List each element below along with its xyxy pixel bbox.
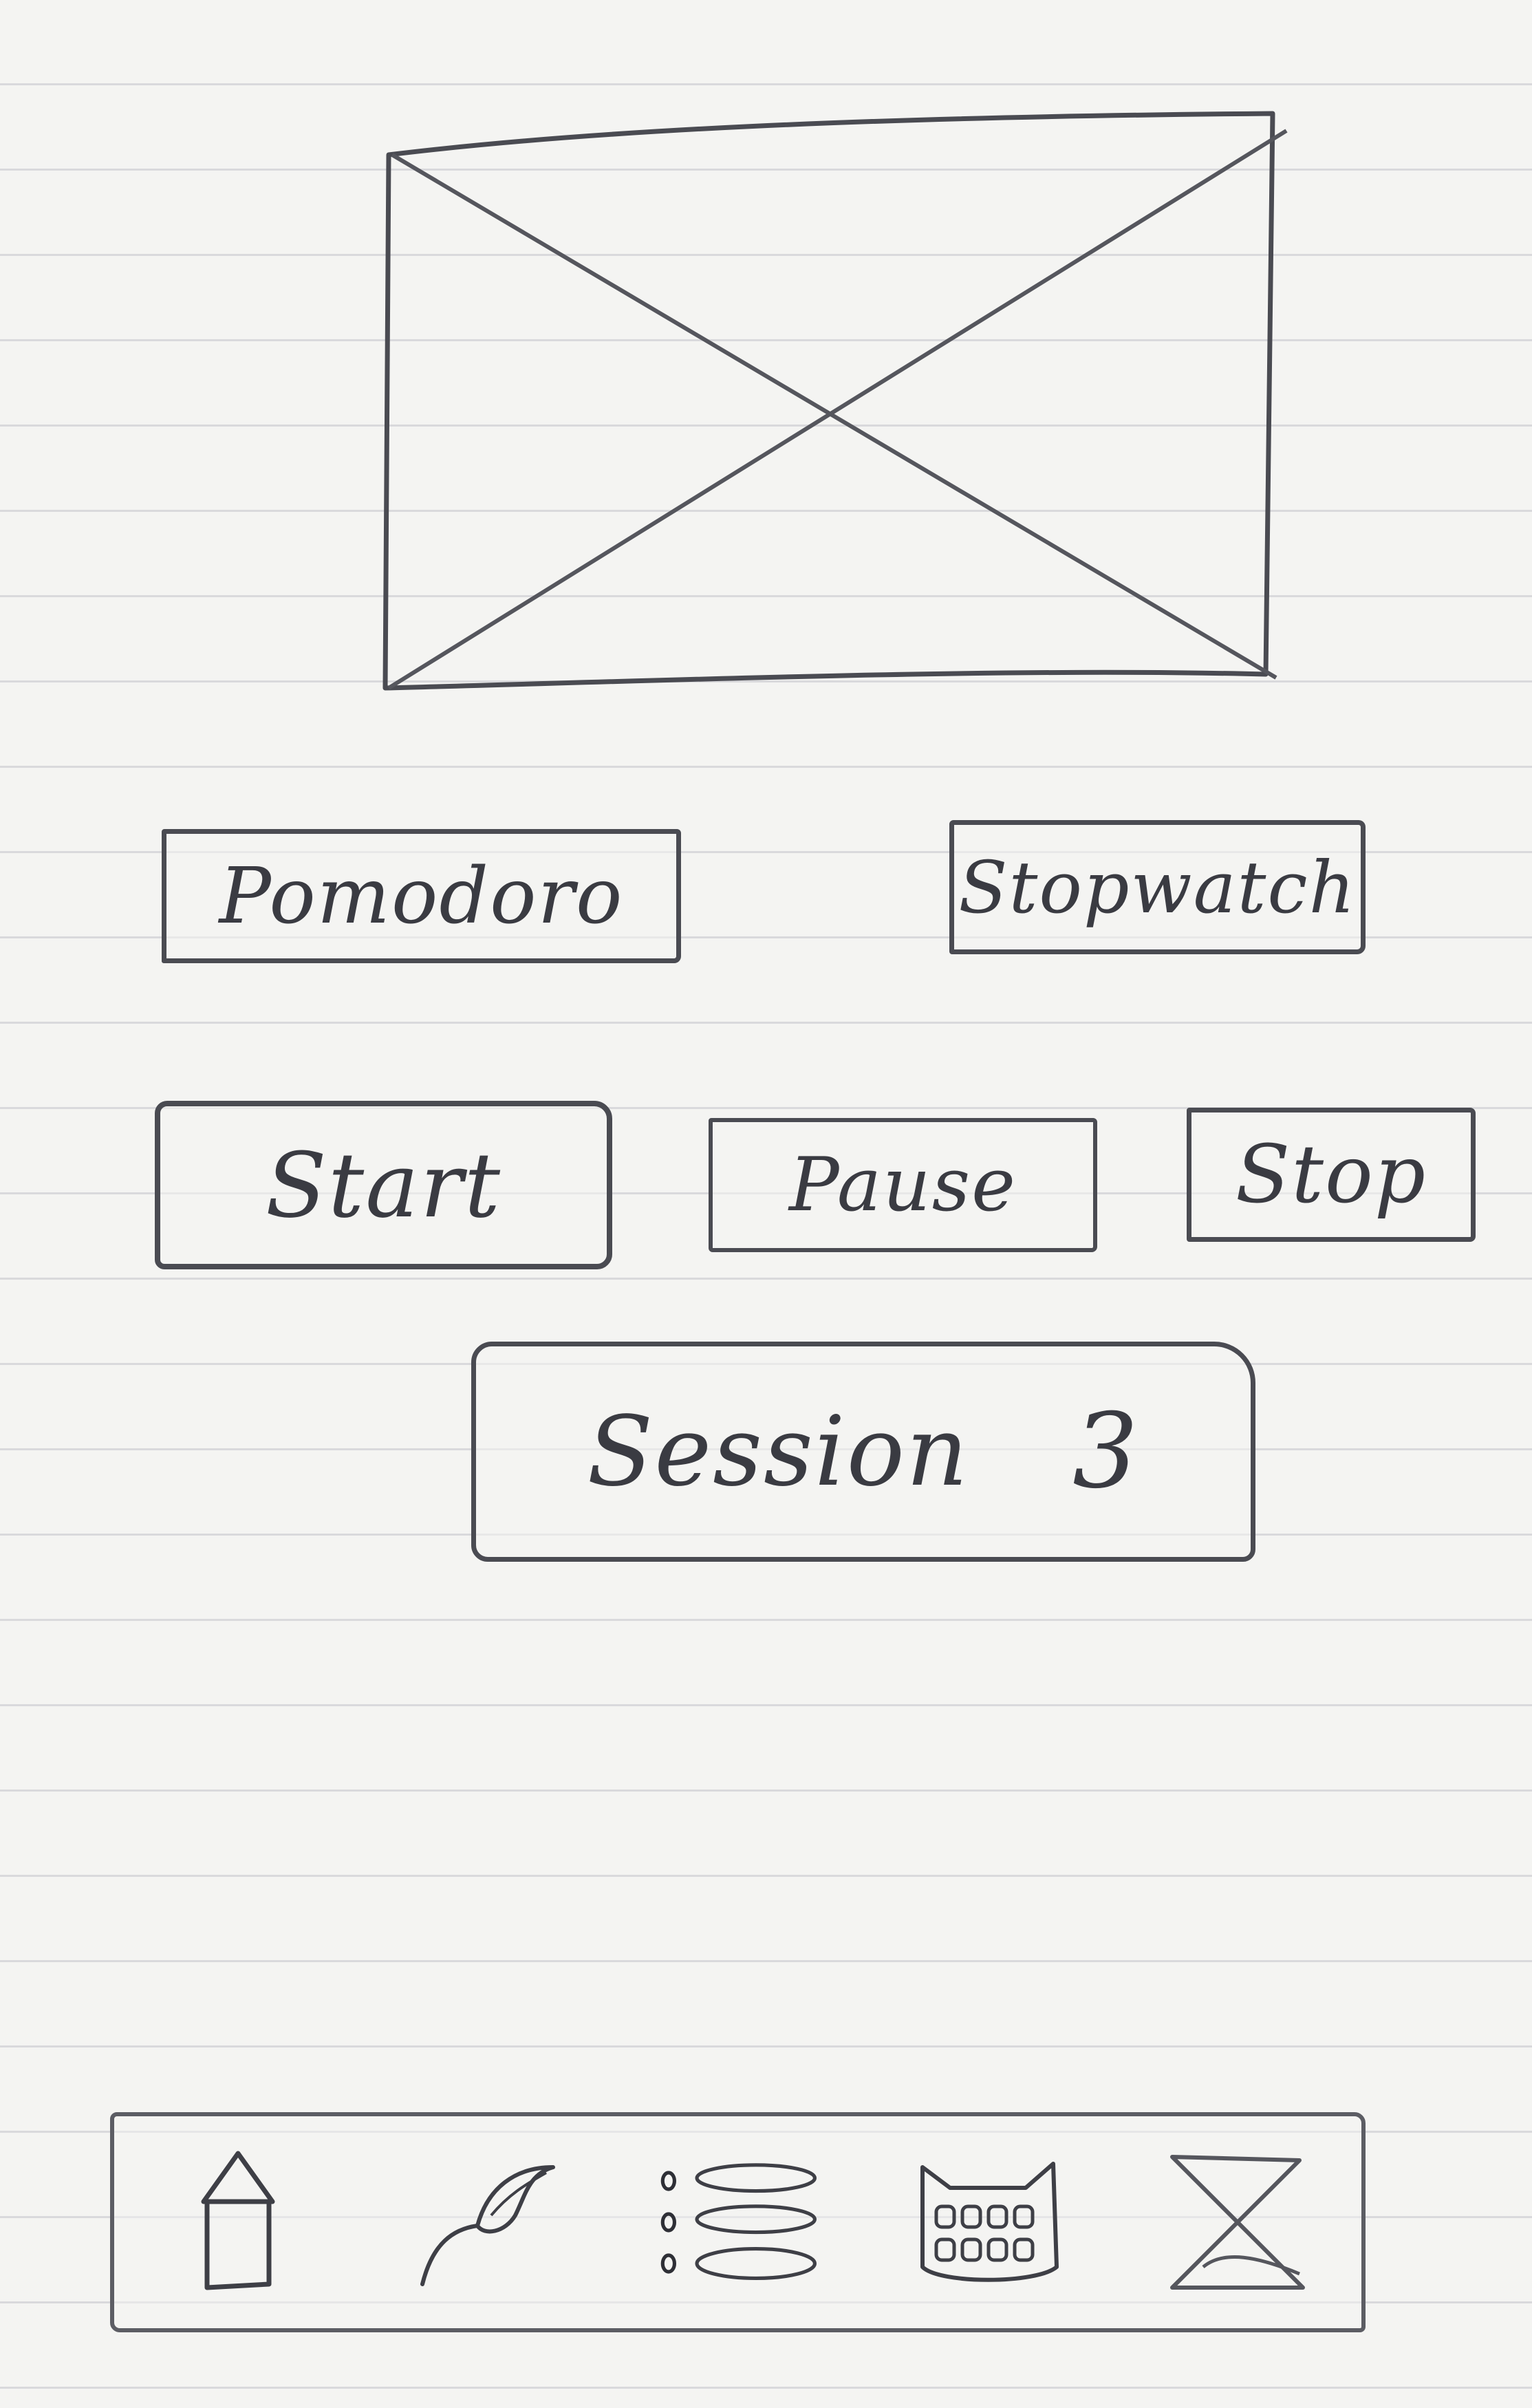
stopwatch-tab[interactable]: Stopwatch [949, 820, 1366, 954]
cat-calendar-icon [920, 2162, 1059, 2282]
nav-home[interactable] [155, 2140, 321, 2305]
nav-cat-calendar[interactable] [905, 2140, 1070, 2305]
stop-button-label: Stop [1235, 1128, 1427, 1221]
hero-image-placeholder [378, 103, 1293, 716]
session-number: 3 [1072, 1392, 1140, 1512]
nav-hourglass[interactable] [1155, 2140, 1320, 2305]
pomodoro-tab[interactable]: Pomodoro [162, 829, 681, 963]
pause-button[interactable]: Pause [709, 1118, 1097, 1252]
home-icon [201, 2151, 275, 2290]
stop-button[interactable]: Stop [1187, 1108, 1476, 1242]
stopwatch-tab-label: Stopwatch [958, 845, 1357, 929]
list-icon [660, 2163, 817, 2280]
nav-leaf[interactable] [405, 2140, 570, 2305]
pomodoro-tab-label: Pomodoro [219, 851, 624, 941]
start-button-label: Start [265, 1132, 502, 1238]
hourglass-icon [1170, 2155, 1305, 2290]
bottom-nav-bar [110, 2112, 1366, 2332]
session-counter: Session 3 [471, 1342, 1255, 1562]
pause-button-label: Pause [788, 1142, 1017, 1228]
nav-list[interactable] [656, 2140, 821, 2305]
start-button[interactable]: Start [155, 1101, 612, 1269]
image-placeholder-icon [382, 111, 1288, 691]
leaf-icon [420, 2165, 556, 2286]
session-label: Session [587, 1395, 970, 1508]
